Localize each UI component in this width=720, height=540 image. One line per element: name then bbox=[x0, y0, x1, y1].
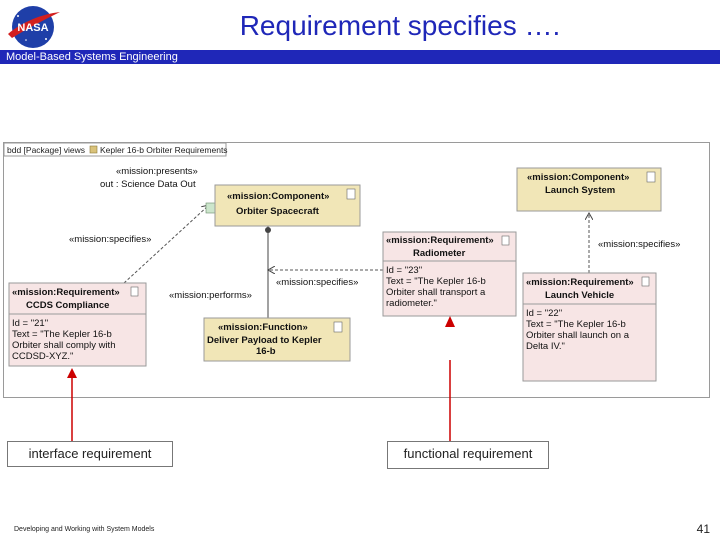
requirement-icon bbox=[501, 235, 510, 246]
block-attr: Orbiter shall launch on a bbox=[526, 330, 630, 341]
block-stereotype: «mission:Function» bbox=[218, 322, 308, 333]
requirement-block-launch-vehicle[interactable]: «mission:Requirement» Launch Vehicle Id … bbox=[522, 272, 657, 382]
block-stereotype: «mission:Requirement» bbox=[386, 235, 494, 246]
logo-text: NASA bbox=[17, 22, 48, 34]
block-attr: Text = "The Kepler 16-b bbox=[12, 329, 112, 340]
function-block[interactable]: «mission:Function» Deliver Payload to Ke… bbox=[203, 317, 351, 362]
block-name-cont: 16-b bbox=[256, 346, 276, 357]
diagram-tab-label: bdd [Package] views bbox=[7, 145, 85, 155]
header-band bbox=[0, 50, 720, 64]
callout-arrows bbox=[67, 360, 451, 442]
presents-label: «mission:presents» bbox=[116, 166, 198, 177]
nasa-logo: NASA bbox=[8, 6, 60, 48]
block-attr: Id = "23" bbox=[386, 265, 422, 276]
page-number: 41 bbox=[696, 522, 710, 536]
block-stereotype: «mission:Component» bbox=[527, 172, 629, 183]
block-attr: CCDSD-XYZ." bbox=[12, 351, 73, 362]
component-icon bbox=[646, 171, 656, 183]
block-name: Launch Vehicle bbox=[545, 290, 614, 301]
slide-title: Requirement specifies …. bbox=[239, 10, 561, 41]
component-block-launch-system[interactable]: «mission:Component» Launch System bbox=[516, 167, 662, 212]
footer-text: Developing and Working with System Model… bbox=[14, 526, 155, 533]
block-stereotype: «mission:Component» bbox=[227, 191, 329, 202]
slide-subtitle: Model-Based Systems Engineering bbox=[6, 51, 178, 63]
callout-arrowhead-right bbox=[445, 316, 455, 327]
requirement-icon bbox=[130, 286, 139, 297]
package-icon bbox=[89, 145, 98, 154]
block-attr: Id = "22" bbox=[526, 308, 562, 319]
requirement-block-ccds[interactable]: «mission:Requirement» CCDS Compliance Id… bbox=[8, 282, 147, 367]
callout-arrowhead-left bbox=[67, 368, 77, 378]
block-attr: Text = "The Kepler 16-b bbox=[386, 276, 486, 287]
block-attr: Orbiter shall transport a bbox=[386, 287, 486, 298]
block-name: Deliver Payload to Kepler bbox=[207, 335, 322, 346]
block-name: Launch System bbox=[545, 185, 615, 196]
block-attr: Text = "The Kepler 16-b bbox=[526, 319, 626, 330]
specifies-label-mid: «mission:specifies» bbox=[276, 277, 358, 288]
diagram-tab[interactable]: bdd [Package] views Kepler 16-b Orbiter … bbox=[4, 143, 228, 157]
block-name: CCDS Compliance bbox=[26, 300, 109, 311]
component-icon bbox=[346, 188, 356, 200]
block-attr: Id = "21" bbox=[12, 318, 48, 329]
performs-label: «mission:performs» bbox=[169, 290, 252, 301]
block-name: Orbiter Spacecraft bbox=[236, 206, 320, 217]
bdd-diagram: bdd [Package] views Kepler 16-b Orbiter … bbox=[3, 142, 710, 398]
performs-connector-end bbox=[265, 227, 271, 233]
block-stereotype: «mission:Requirement» bbox=[526, 277, 634, 288]
functional-requirement-callout: functional requirement bbox=[387, 441, 549, 469]
component-block-orbiter[interactable]: «mission:Component» Orbiter Spacecraft bbox=[214, 184, 361, 227]
function-icon bbox=[333, 321, 343, 333]
presents-sub-label: out : Science Data Out bbox=[100, 179, 196, 190]
requirement-block-radiometer[interactable]: «mission:Requirement» Radiometer Id = "2… bbox=[382, 231, 517, 317]
specifies-label-left: «mission:specifies» bbox=[69, 234, 151, 245]
specifies-connector-left[interactable] bbox=[123, 205, 209, 284]
interface-requirement-callout: interface requirement bbox=[7, 441, 173, 467]
block-stereotype: «mission:Requirement» bbox=[12, 287, 120, 298]
requirement-icon bbox=[641, 276, 650, 287]
diagram-tab-extra: Kepler 16-b Orbiter Requirements bbox=[100, 145, 228, 155]
block-attr: Orbiter shall comply with bbox=[12, 340, 115, 351]
block-attr: radiometer." bbox=[386, 298, 437, 309]
block-attr: Delta IV." bbox=[526, 341, 565, 352]
block-name: Radiometer bbox=[413, 248, 466, 259]
specifies-label-right: «mission:specifies» bbox=[598, 239, 680, 250]
